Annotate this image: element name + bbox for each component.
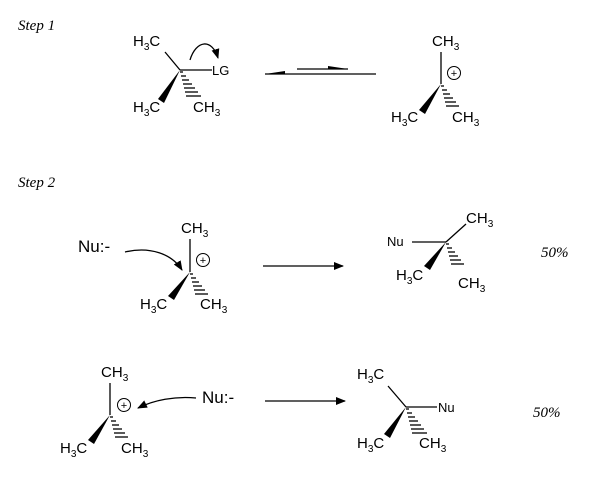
nucleophile-label-a: Nu:-: [78, 237, 110, 256]
curved-arrow-attack-b: [137, 396, 197, 409]
nucleophile-label-b: Nu:-: [202, 388, 234, 407]
methyl-label-top: H3C: [133, 33, 160, 53]
step-2-label: Step 2: [18, 175, 56, 191]
hash-bond: [446, 243, 464, 265]
hash-bond: [406, 408, 427, 434]
step-1-label: Step 1: [18, 18, 55, 34]
wedge-bond: [424, 242, 446, 270]
equilibrium-arrows: [265, 66, 376, 75]
curved-arrow-ionization: [189, 43, 220, 61]
methyl-label-right: CH3: [121, 440, 149, 460]
bond-c-ch3-top: [387, 385, 407, 408]
methyl-label-top: CH3: [181, 220, 209, 240]
yield-a: 50%: [541, 245, 569, 261]
positive-charge-symbol: +: [451, 68, 457, 80]
methyl-label-left: H3C: [60, 440, 87, 460]
tert-butyl-carbocation-2b: CH3 + H3C CH3: [60, 364, 149, 460]
methyl-label-left: H3C: [140, 296, 167, 316]
positive-charge-symbol: +: [200, 255, 206, 267]
methyl-label-top: CH3: [101, 364, 129, 384]
leaving-group-label: LG: [212, 63, 229, 78]
product-b: H3C Nu H3C CH3: [357, 366, 455, 455]
tert-butyl-carbocation-1: CH3 + H3C CH3: [391, 33, 480, 129]
nu-label: Nu: [438, 400, 455, 415]
hash-bond: [441, 85, 459, 107]
methyl-label-top: CH3: [466, 210, 494, 230]
tert-butyl-carbocation-2a: CH3 + H3C CH3: [140, 220, 228, 316]
positive-charge-icon: [117, 398, 131, 412]
methyl-label-top: CH3: [432, 33, 460, 53]
wedge-bond: [168, 272, 190, 300]
methyl-label-top: H3C: [357, 366, 384, 386]
bond-c-ch3-top: [445, 223, 467, 243]
methyl-label-right: CH3: [419, 435, 447, 455]
wedge-bond: [384, 407, 406, 438]
methyl-label-right: CH3: [200, 296, 228, 316]
curved-arrow-attack-a: [124, 249, 183, 271]
bond-c-ch3-top: [164, 51, 181, 71]
nu-label: Nu: [387, 234, 404, 249]
methyl-label-left: H3C: [391, 109, 418, 129]
substrate-tert-butyl-lg: H3C LG H3C CH3: [133, 33, 229, 119]
wedge-bond: [158, 70, 180, 103]
hash-bond: [180, 71, 201, 97]
methyl-label-left: H3C: [357, 435, 384, 455]
methyl-label-right: CH3: [452, 109, 480, 129]
hash-bond: [110, 416, 128, 438]
positive-charge-symbol: +: [121, 400, 127, 412]
methyl-label-right: CH3: [193, 99, 221, 119]
product-a: Nu CH3 H3C CH3: [387, 210, 494, 295]
hash-bond: [190, 273, 208, 295]
methyl-label-left: H3C: [396, 267, 423, 287]
wedge-bond: [419, 84, 441, 114]
methyl-label-left: H3C: [133, 99, 160, 119]
yield-b: 50%: [533, 405, 561, 421]
positive-charge-icon: [447, 66, 461, 80]
wedge-bond: [88, 415, 110, 444]
positive-charge-icon: [196, 253, 210, 267]
methyl-label-right: CH3: [458, 275, 486, 295]
